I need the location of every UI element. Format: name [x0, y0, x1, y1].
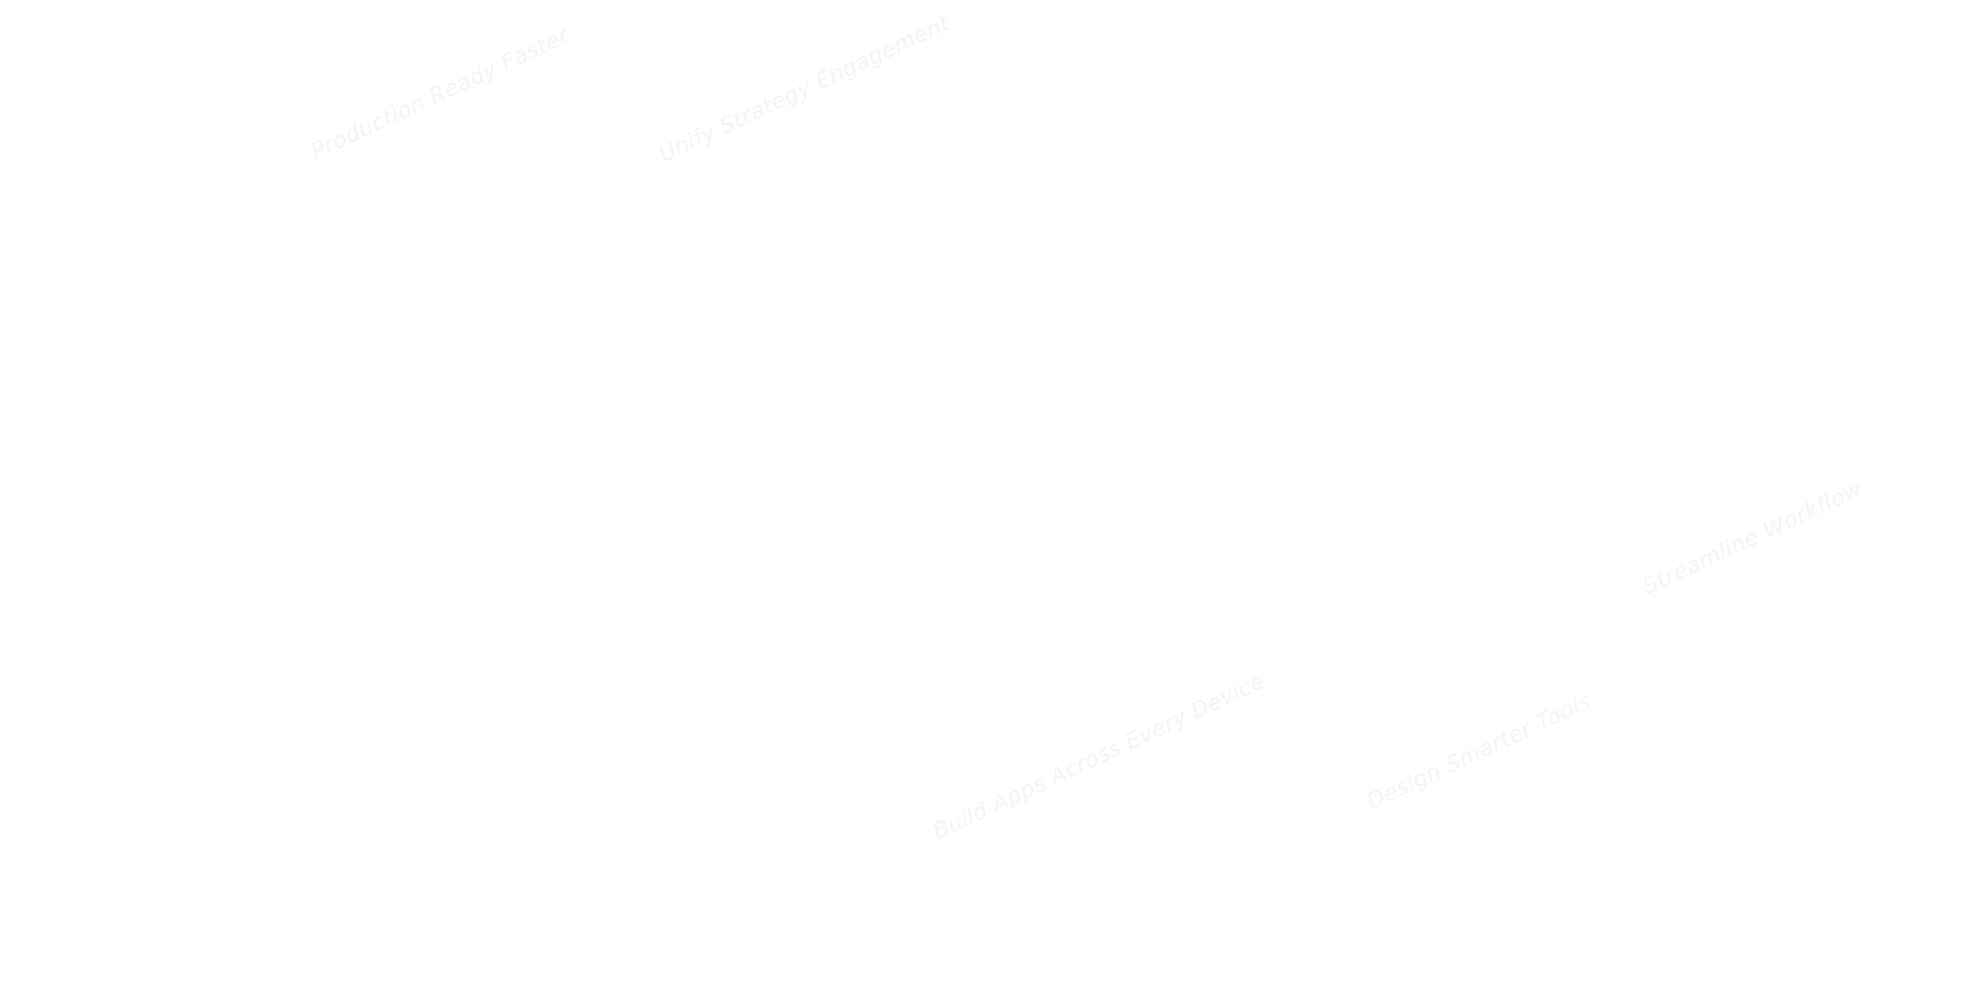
watermark-text: Design Smarter Tools	[1363, 689, 1596, 815]
watermark-text: Production Ready Faster	[307, 23, 574, 166]
watermark-text: Streamline Workflow	[1639, 476, 1867, 600]
watermark-text: Build Apps Across Every Device	[929, 668, 1269, 845]
watermark-text: Unify Strategy Engagement	[655, 10, 955, 169]
